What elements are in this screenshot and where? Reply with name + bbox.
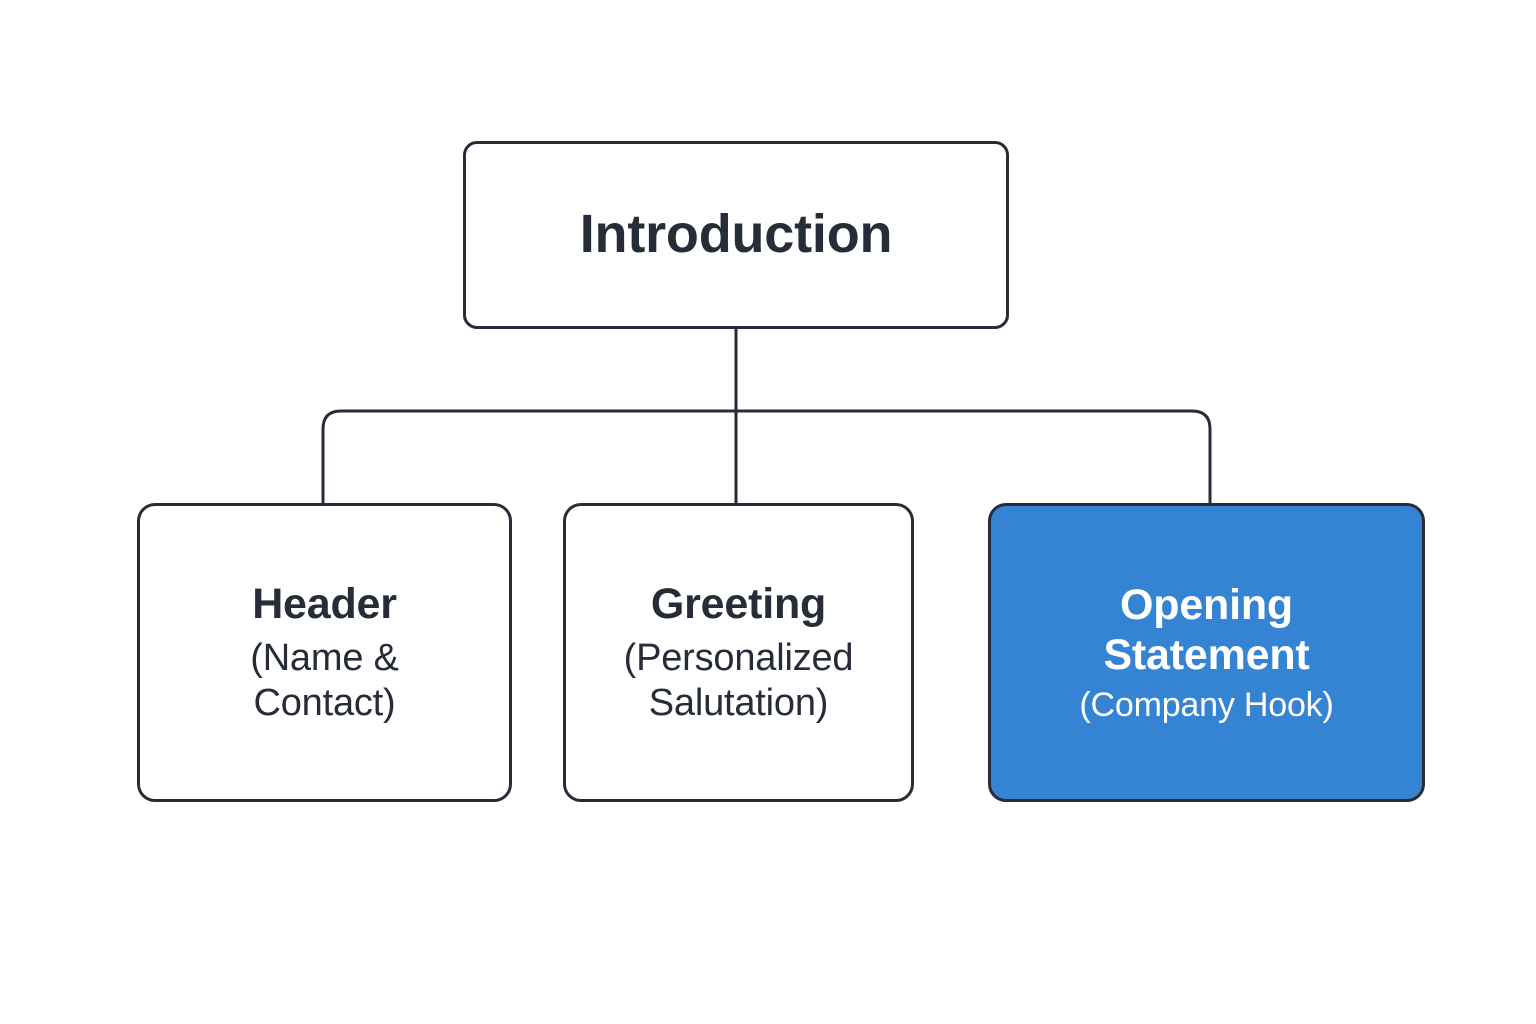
node-header-label: Header <box>252 580 397 629</box>
node-header[interactable]: Header (Name & Contact) <box>137 503 512 802</box>
node-opening-statement-subtitle: (Company Hook) <box>1079 686 1334 725</box>
connector-bus-right <box>736 409 1212 503</box>
connector-bus-left <box>321 409 736 503</box>
node-opening-statement-label: Opening Statement <box>1103 580 1310 680</box>
node-opening-statement[interactable]: Opening Statement (Company Hook) <box>988 503 1425 802</box>
node-introduction-label: Introduction <box>579 204 893 265</box>
node-greeting-subtitle: (Personalized Salutation) <box>623 637 854 724</box>
node-introduction[interactable]: Introduction <box>463 141 1009 329</box>
node-greeting-label: Greeting <box>650 580 827 629</box>
node-greeting[interactable]: Greeting (Personalized Salutation) <box>563 503 914 802</box>
node-header-subtitle: (Name & Contact) <box>250 637 399 724</box>
